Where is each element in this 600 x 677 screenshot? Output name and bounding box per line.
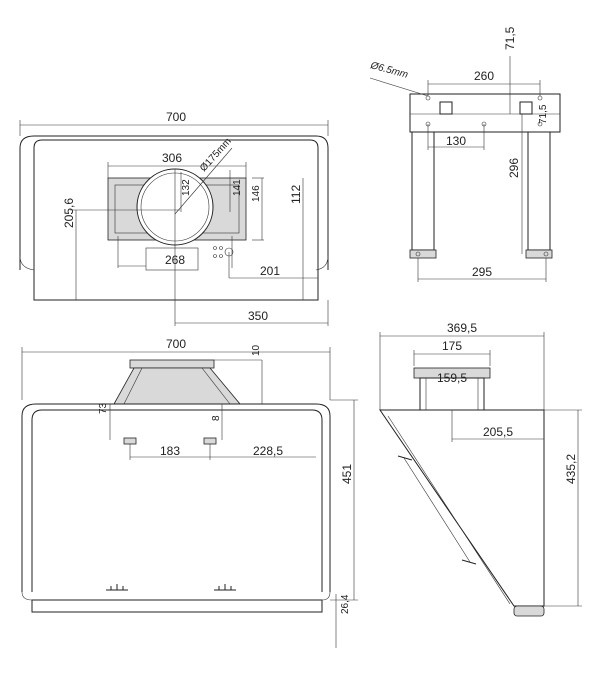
label-228-5: 228,5: [253, 444, 283, 458]
label-112: 112: [289, 185, 303, 204]
bracket-view: Ø6.5mm 71,5 260 71,5 130 296 295: [368, 26, 561, 282]
label-10: 10: [251, 344, 262, 356]
bracket-screw-left: [439, 101, 453, 115]
label-201: 201: [260, 264, 280, 278]
mount-tab-left: [123, 437, 137, 445]
top-width-label: 700: [166, 110, 186, 124]
diameter-label: Ø175mm: [198, 136, 234, 174]
bracket-leg-right: [527, 131, 551, 251]
label-26-4: 26,4: [340, 594, 351, 614]
label-175: 175: [442, 339, 462, 353]
front-view: 700 10 73 8 183 228,5 45: [21, 337, 358, 648]
label-205-6: 205,6: [62, 198, 76, 228]
label-295: 295: [472, 265, 492, 279]
label-132: 132: [181, 179, 192, 196]
bracket-screw-right: [519, 101, 533, 115]
control-symbol-left: [106, 584, 128, 591]
label-183: 183: [160, 444, 180, 458]
top-view: 700 306 Ø175mm 132 141 146 205,6 112: [19, 110, 329, 326]
front-body: [21, 403, 331, 592]
label-71-5-side: 71,5: [538, 104, 549, 124]
label-71-5-top: 71,5: [503, 26, 517, 50]
side-bottom-foot: [513, 605, 545, 617]
side-body: [379, 409, 545, 607]
label-296: 296: [507, 158, 521, 178]
label-260: 260: [474, 69, 494, 83]
label-451: 451: [340, 464, 354, 484]
hole-diameter-label: Ø6.5mm: [368, 60, 409, 81]
bracket-top-bar: [409, 93, 561, 133]
label-8: 8: [211, 415, 222, 421]
control-symbol-right: [214, 584, 236, 591]
label-369-5: 369,5: [447, 321, 477, 335]
front-bottom-strip: [31, 599, 323, 613]
label-130: 130: [446, 134, 466, 148]
label-146: 146: [251, 185, 262, 202]
control-hole: [213, 246, 217, 250]
label-141: 141: [232, 179, 243, 196]
chimney-top: [129, 359, 215, 369]
mount-tab-right: [203, 437, 217, 445]
top-view-outline: [33, 139, 319, 301]
label-435-2: 435,2: [564, 454, 578, 484]
label-350: 350: [248, 309, 268, 323]
front-width-label: 700: [166, 337, 186, 351]
side-view: 369,5 175 159,5 205,5 435,2: [379, 321, 582, 617]
bracket-leg-left: [411, 131, 435, 251]
label-159-5: 159,5: [437, 371, 467, 385]
label-306: 306: [162, 151, 182, 165]
label-205-5: 205,5: [483, 425, 513, 439]
label-73: 73: [98, 402, 109, 414]
